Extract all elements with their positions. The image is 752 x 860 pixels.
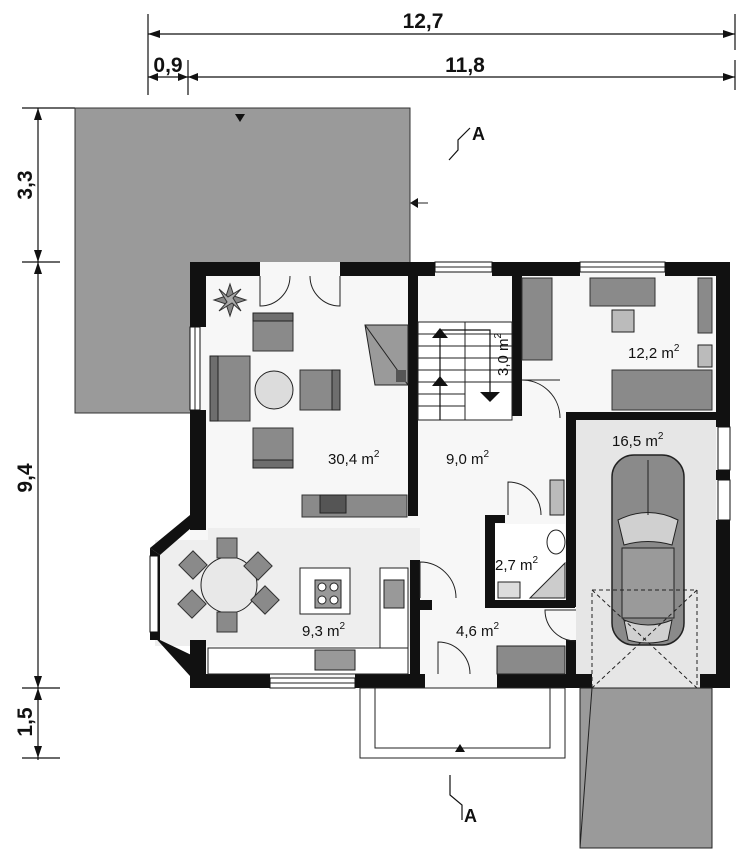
- room-label-living: 30,4 m2: [328, 449, 380, 468]
- dim-house-depth: 9,4: [14, 463, 37, 493]
- section-label-bottom: A: [464, 806, 477, 826]
- entry-arrow-icon: [455, 744, 465, 752]
- bathroom-fixtures: [495, 479, 566, 600]
- dining-furniture: [177, 537, 280, 633]
- room-label-garage: 16,5 m2: [612, 431, 664, 450]
- doors: [259, 275, 577, 675]
- car-icon: [611, 454, 685, 646]
- section-label-top: A: [472, 124, 485, 144]
- section-mark-top: A: [448, 124, 485, 161]
- dim-left-offset: 0,9: [153, 54, 182, 77]
- room-label-entrance: 4,6 m2: [456, 621, 500, 640]
- terrace-arrow-icon: [235, 114, 245, 122]
- porch: [359, 687, 566, 759]
- dim-terrace-depth: 3,3: [14, 170, 37, 199]
- room-label-bathroom: 2,7 m2: [495, 555, 539, 574]
- dim-total-width: 12,7: [403, 10, 444, 33]
- room-label-hall: 9,0 m2: [446, 449, 490, 468]
- living-furniture: [209, 282, 408, 518]
- windows: [149, 261, 731, 689]
- dim-porch-depth: 1,5: [14, 707, 37, 737]
- plant-icon: [212, 282, 248, 318]
- staircase: [364, 321, 513, 421]
- room-label-stair: 3,0 m2: [493, 332, 512, 376]
- room-label-bedroom: 12,2 m2: [628, 343, 680, 362]
- bedroom-furniture: [521, 277, 713, 411]
- kitchen-furniture: [207, 567, 409, 675]
- walls: [150, 262, 730, 688]
- section-mark-bottom: A: [449, 775, 477, 826]
- dim-main-width: 11,8: [445, 54, 485, 77]
- dimension-left: 3,3 9,4 1,5: [14, 107, 75, 760]
- dimension-top: 12,7 0,9 11,8: [147, 10, 736, 95]
- driveway: [579, 687, 713, 849]
- room-labels: 30,4 m2 9,0 m2 3,0 m2 12,2 m2 16,5 m2 2,…: [302, 332, 680, 640]
- room-label-kitchen: 9,3 m2: [302, 621, 346, 640]
